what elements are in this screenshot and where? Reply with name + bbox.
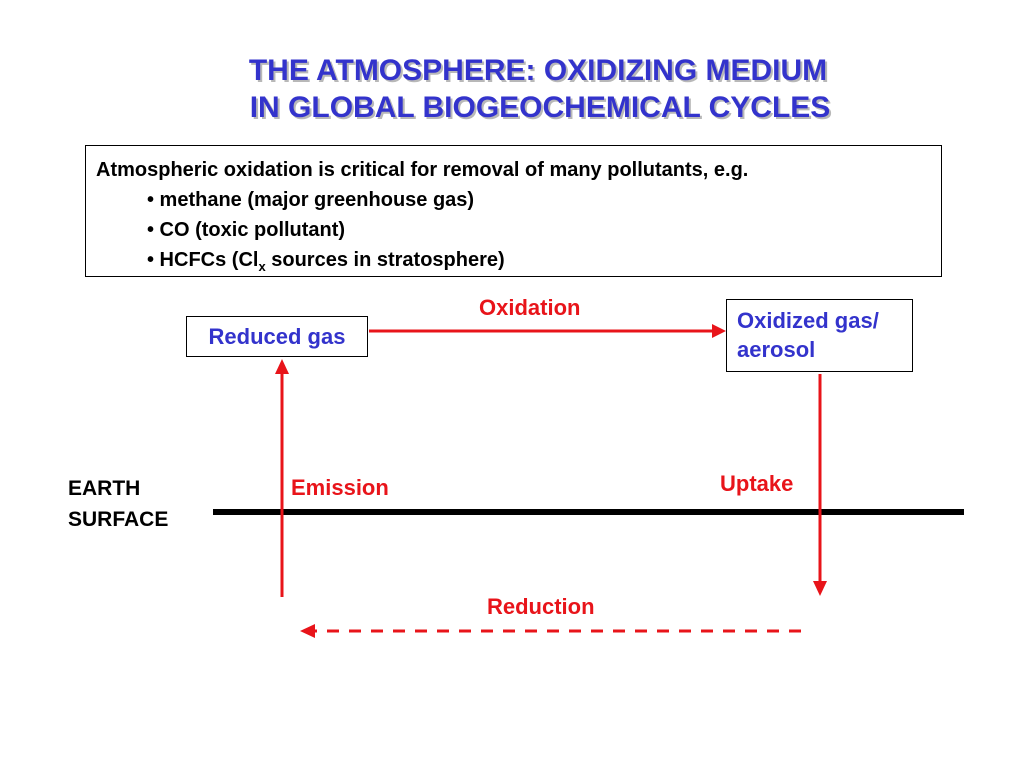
node-oxidized-gas-aerosol: Oxidized gas/ aerosol: [726, 299, 913, 372]
reduction-arrow: [300, 624, 801, 638]
oxidation-arrow: [369, 324, 726, 338]
bullet3-subscript: x: [258, 259, 266, 274]
info-bullet-methane: • methane (major greenhouse gas): [147, 189, 475, 211]
title-line-2: IN GLOBAL BIOGEOCHEMICAL CYCLES: [249, 91, 831, 124]
label-oxidation: Oxidation: [479, 295, 581, 320]
info-bullet-co: • CO (toxic pollutant): [147, 219, 346, 241]
uptake-arrow: [813, 374, 827, 596]
emission-arrow: [275, 359, 289, 597]
node-oxidized-line-2: aerosol: [737, 337, 816, 362]
node-oxidized-line-1: Oxidized gas/: [737, 308, 879, 333]
label-emission: Emission: [291, 475, 389, 500]
label-reduction: Reduction: [487, 594, 595, 619]
earth-surface-label: EARTH SURFACE: [68, 473, 168, 535]
slide-title: THE ATMOSPHERE: OXIDIZING MEDIUM IN GLOB…: [0, 52, 1024, 126]
bullet3-suffix: sources in stratosphere): [265, 249, 505, 271]
info-intro: Atmospheric oxidation is critical for re…: [96, 159, 749, 181]
info-box: Atmospheric oxidation is critical for re…: [85, 145, 942, 277]
earth-surface-label-line-1: EARTH: [68, 477, 141, 500]
info-bullet-hcfcs: • HCFCs (Clx sources in stratosphere): [96, 245, 931, 275]
earth-surface-label-line-2: SURFACE: [68, 508, 169, 531]
node-reduced-gas: Reduced gas: [186, 316, 368, 357]
title-line-1: THE ATMOSPHERE: OXIDIZING MEDIUM: [248, 54, 828, 87]
label-uptake: Uptake: [720, 471, 794, 496]
bullet3-prefix: • HCFCs (Cl: [147, 249, 259, 271]
